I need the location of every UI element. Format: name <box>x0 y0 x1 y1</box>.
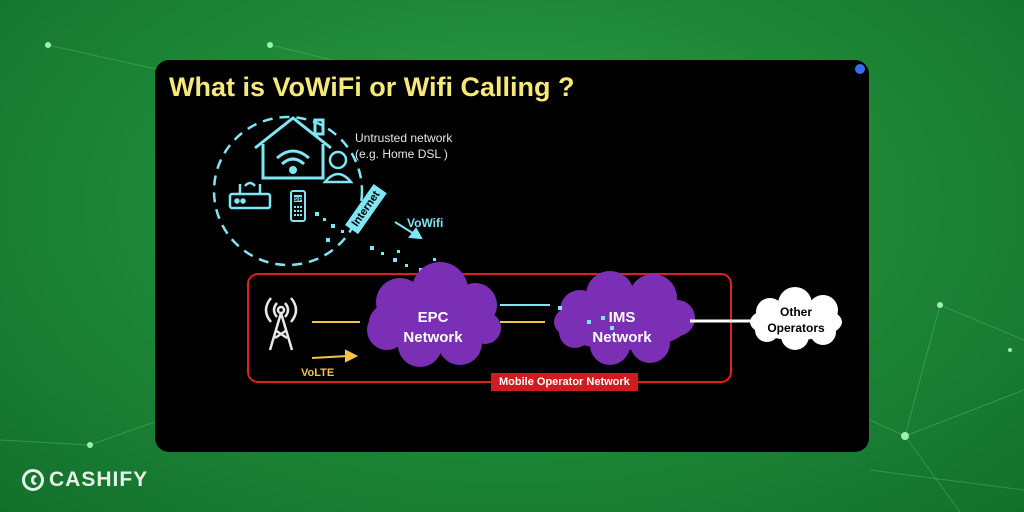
brand-name: CASHIFY <box>49 468 149 491</box>
other-operators-label: Other Operators <box>753 304 839 336</box>
vowifi-arrow <box>394 221 423 240</box>
epc-line1: EPC <box>417 309 449 326</box>
ims-line1: IMS <box>608 309 636 326</box>
house-icon <box>254 116 332 180</box>
volte-label: VoLTE <box>301 367 335 379</box>
sip-label: SIP <box>294 197 303 203</box>
ims-line2: Network <box>592 329 652 346</box>
cashify-logo: CASHIFY <box>22 468 148 492</box>
router-icon <box>228 181 272 210</box>
untrusted-network-line2: (e.g. Home DSL ) <box>355 147 448 161</box>
vowifi-label: VoWifi <box>407 216 444 230</box>
other-operators-cloud <box>750 287 842 350</box>
corner-dot-icon <box>855 64 865 74</box>
cell-tower-icon <box>264 297 298 351</box>
sip-phone-icon: SIP <box>290 190 306 222</box>
cashify-logo-icon <box>22 469 44 491</box>
epc-cloud <box>367 262 501 367</box>
diagram-panel: SIP <box>155 60 869 452</box>
epc-network-label: EPC Network <box>388 308 478 348</box>
mobile-operator-network-label: Mobile Operator Network <box>491 373 638 391</box>
user-icon <box>322 150 354 184</box>
wifi-icon <box>276 149 310 174</box>
volte-arrow <box>311 349 359 363</box>
other-line2: Operators <box>767 321 825 335</box>
page-title: What is VoWiFi or Wifi Calling ? <box>169 72 575 102</box>
untrusted-network-label: Untrusted network (e.g. Home DSL ) <box>355 130 452 162</box>
internet-packets <box>315 212 436 272</box>
ims-network-label: IMS Network <box>577 308 667 348</box>
other-line1: Other <box>779 305 812 319</box>
home-network-circle <box>212 115 364 267</box>
epc-line2: Network <box>403 329 463 346</box>
untrusted-network-line1: Untrusted network <box>355 131 453 145</box>
mobile-operator-network-box <box>247 273 732 383</box>
ims-packets <box>558 306 614 330</box>
vowifi-diagram: SIP <box>212 115 842 383</box>
